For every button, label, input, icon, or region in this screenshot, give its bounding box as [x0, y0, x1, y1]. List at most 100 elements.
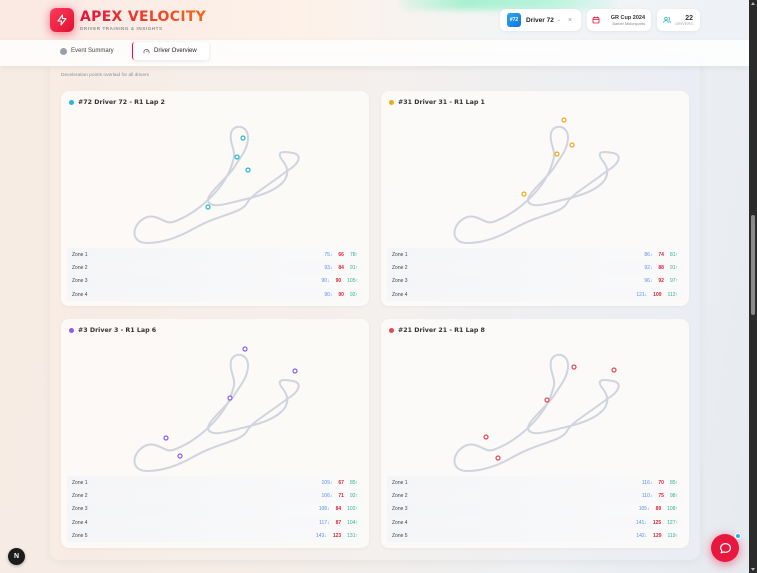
zone-label: Zone 3 [392, 278, 408, 285]
drivers-count-label: DRIVERS [675, 21, 693, 26]
zone-max: 108↑ [667, 506, 678, 513]
zone-avg: 71 [338, 492, 344, 499]
drivers-count: 22 DRIVERS [657, 9, 700, 31]
clear-driver-button[interactable]: × [568, 16, 573, 24]
zone-min: 105↓ [638, 506, 650, 513]
users-icon [663, 16, 671, 24]
tab-driver-overview[interactable]: Driver Overview [132, 42, 209, 60]
zone-label: Zone 4 [392, 291, 408, 298]
zone-label: Zone 2 [392, 264, 408, 271]
zone-avg: 90 [335, 278, 342, 285]
zone-max: 105↑ [347, 278, 358, 285]
zone-min: 96↓ [644, 278, 653, 285]
zone-avg: 67 [338, 479, 344, 486]
page-scrollbar[interactable] [749, 0, 757, 573]
zone-min: 92↓ [644, 264, 653, 271]
zone-avg: 87 [335, 519, 342, 526]
zone-min: 117↓ [319, 519, 330, 526]
zone-row: Zone 4 90↓ 90 92↑ [67, 287, 363, 302]
event-location: Barber Motorsports [612, 21, 646, 26]
zone-label: Zone 4 [72, 291, 88, 298]
zone-label: Zone 4 [72, 519, 88, 526]
driver-color-dot [389, 100, 394, 105]
calendar-icon [592, 16, 600, 24]
zone-avg: 89 [655, 506, 662, 513]
scroll-up-arrow-icon[interactable] [751, 2, 755, 5]
zone-min: 108↓ [318, 506, 330, 513]
zone-avg: 90 [338, 291, 344, 298]
globe-icon [60, 47, 67, 55]
notification-dot [735, 533, 741, 539]
tab-label: Event Summary [71, 48, 114, 54]
track-map [453, 353, 620, 473]
track-map [133, 125, 300, 245]
zone-min: 90↓ [321, 278, 330, 285]
brand-logo[interactable] [50, 8, 74, 32]
chevron-down-icon[interactable]: ⌄ [556, 17, 562, 23]
section-subtitle: Deceleration points overlaid for all dri… [61, 73, 149, 78]
track-map [133, 346, 300, 473]
zone-avg: 84 [335, 506, 342, 513]
zone-max: 81↑ [669, 251, 678, 258]
zone-label: Zone 2 [72, 264, 88, 271]
zone-label: Zone 3 [72, 278, 88, 285]
zone-max: 112↑ [667, 291, 678, 298]
zone-label: Zone 2 [72, 492, 88, 499]
drivers-count-value: 22 [685, 14, 693, 22]
tab-event-summary[interactable]: Event Summary [60, 42, 114, 60]
zone-min: 106↓ [321, 492, 333, 499]
zone-max: 85↑ [669, 479, 678, 486]
zone-min: 86↓ [644, 251, 653, 258]
driver-color-dot [69, 328, 74, 333]
zone-label: Zone 4 [392, 519, 408, 526]
scroll-down-arrow-icon[interactable] [751, 568, 755, 571]
nextjs-dev-badge[interactable]: N [8, 548, 25, 565]
zone-label: Zone 1 [72, 251, 88, 258]
zone-label: Zone 5 [72, 532, 88, 539]
zone-avg: 70 [658, 479, 664, 486]
chat-bubble-icon [719, 542, 731, 553]
event-name: GR Cup 2024 [610, 14, 645, 21]
card-title: #31 Driver 31 - R1 Lap 1 [398, 99, 485, 106]
header-glow [400, 0, 615, 10]
zone-label: Zone 3 [392, 506, 408, 513]
zone-min: 90↓ [324, 291, 333, 298]
zone-max: 98↑ [669, 492, 678, 499]
driver-selector[interactable]: #72 Driver 72 ⌄ × [500, 9, 581, 31]
zone-avg: 92 [658, 278, 664, 285]
event-info[interactable]: GR Cup 2024 Barber Motorsports [587, 9, 651, 31]
gauge-icon [143, 48, 150, 53]
zone-min: 142↓ [636, 532, 648, 539]
zone-avg: 125 [652, 519, 662, 526]
zone-min: 93↓ [324, 264, 333, 271]
card-title: #72 Driver 72 - R1 Lap 2 [78, 99, 165, 106]
zone-min: 121↓ [636, 291, 648, 298]
scrollbar-thumb[interactable] [751, 215, 755, 315]
chat-button[interactable] [711, 534, 739, 562]
zone-max: 92↑ [349, 291, 358, 298]
tab-bar: Event Summary Driver Overview [0, 40, 749, 66]
zone-row: Zone 3 90↓ 90 105↑ [67, 274, 363, 288]
tab-label: Driver Overview [154, 48, 197, 54]
zone-label: Zone 1 [392, 479, 408, 486]
zone-max: 97↑ [669, 278, 678, 285]
zone-max: 91↑ [669, 264, 678, 271]
zone-max: 119↑ [667, 532, 678, 539]
